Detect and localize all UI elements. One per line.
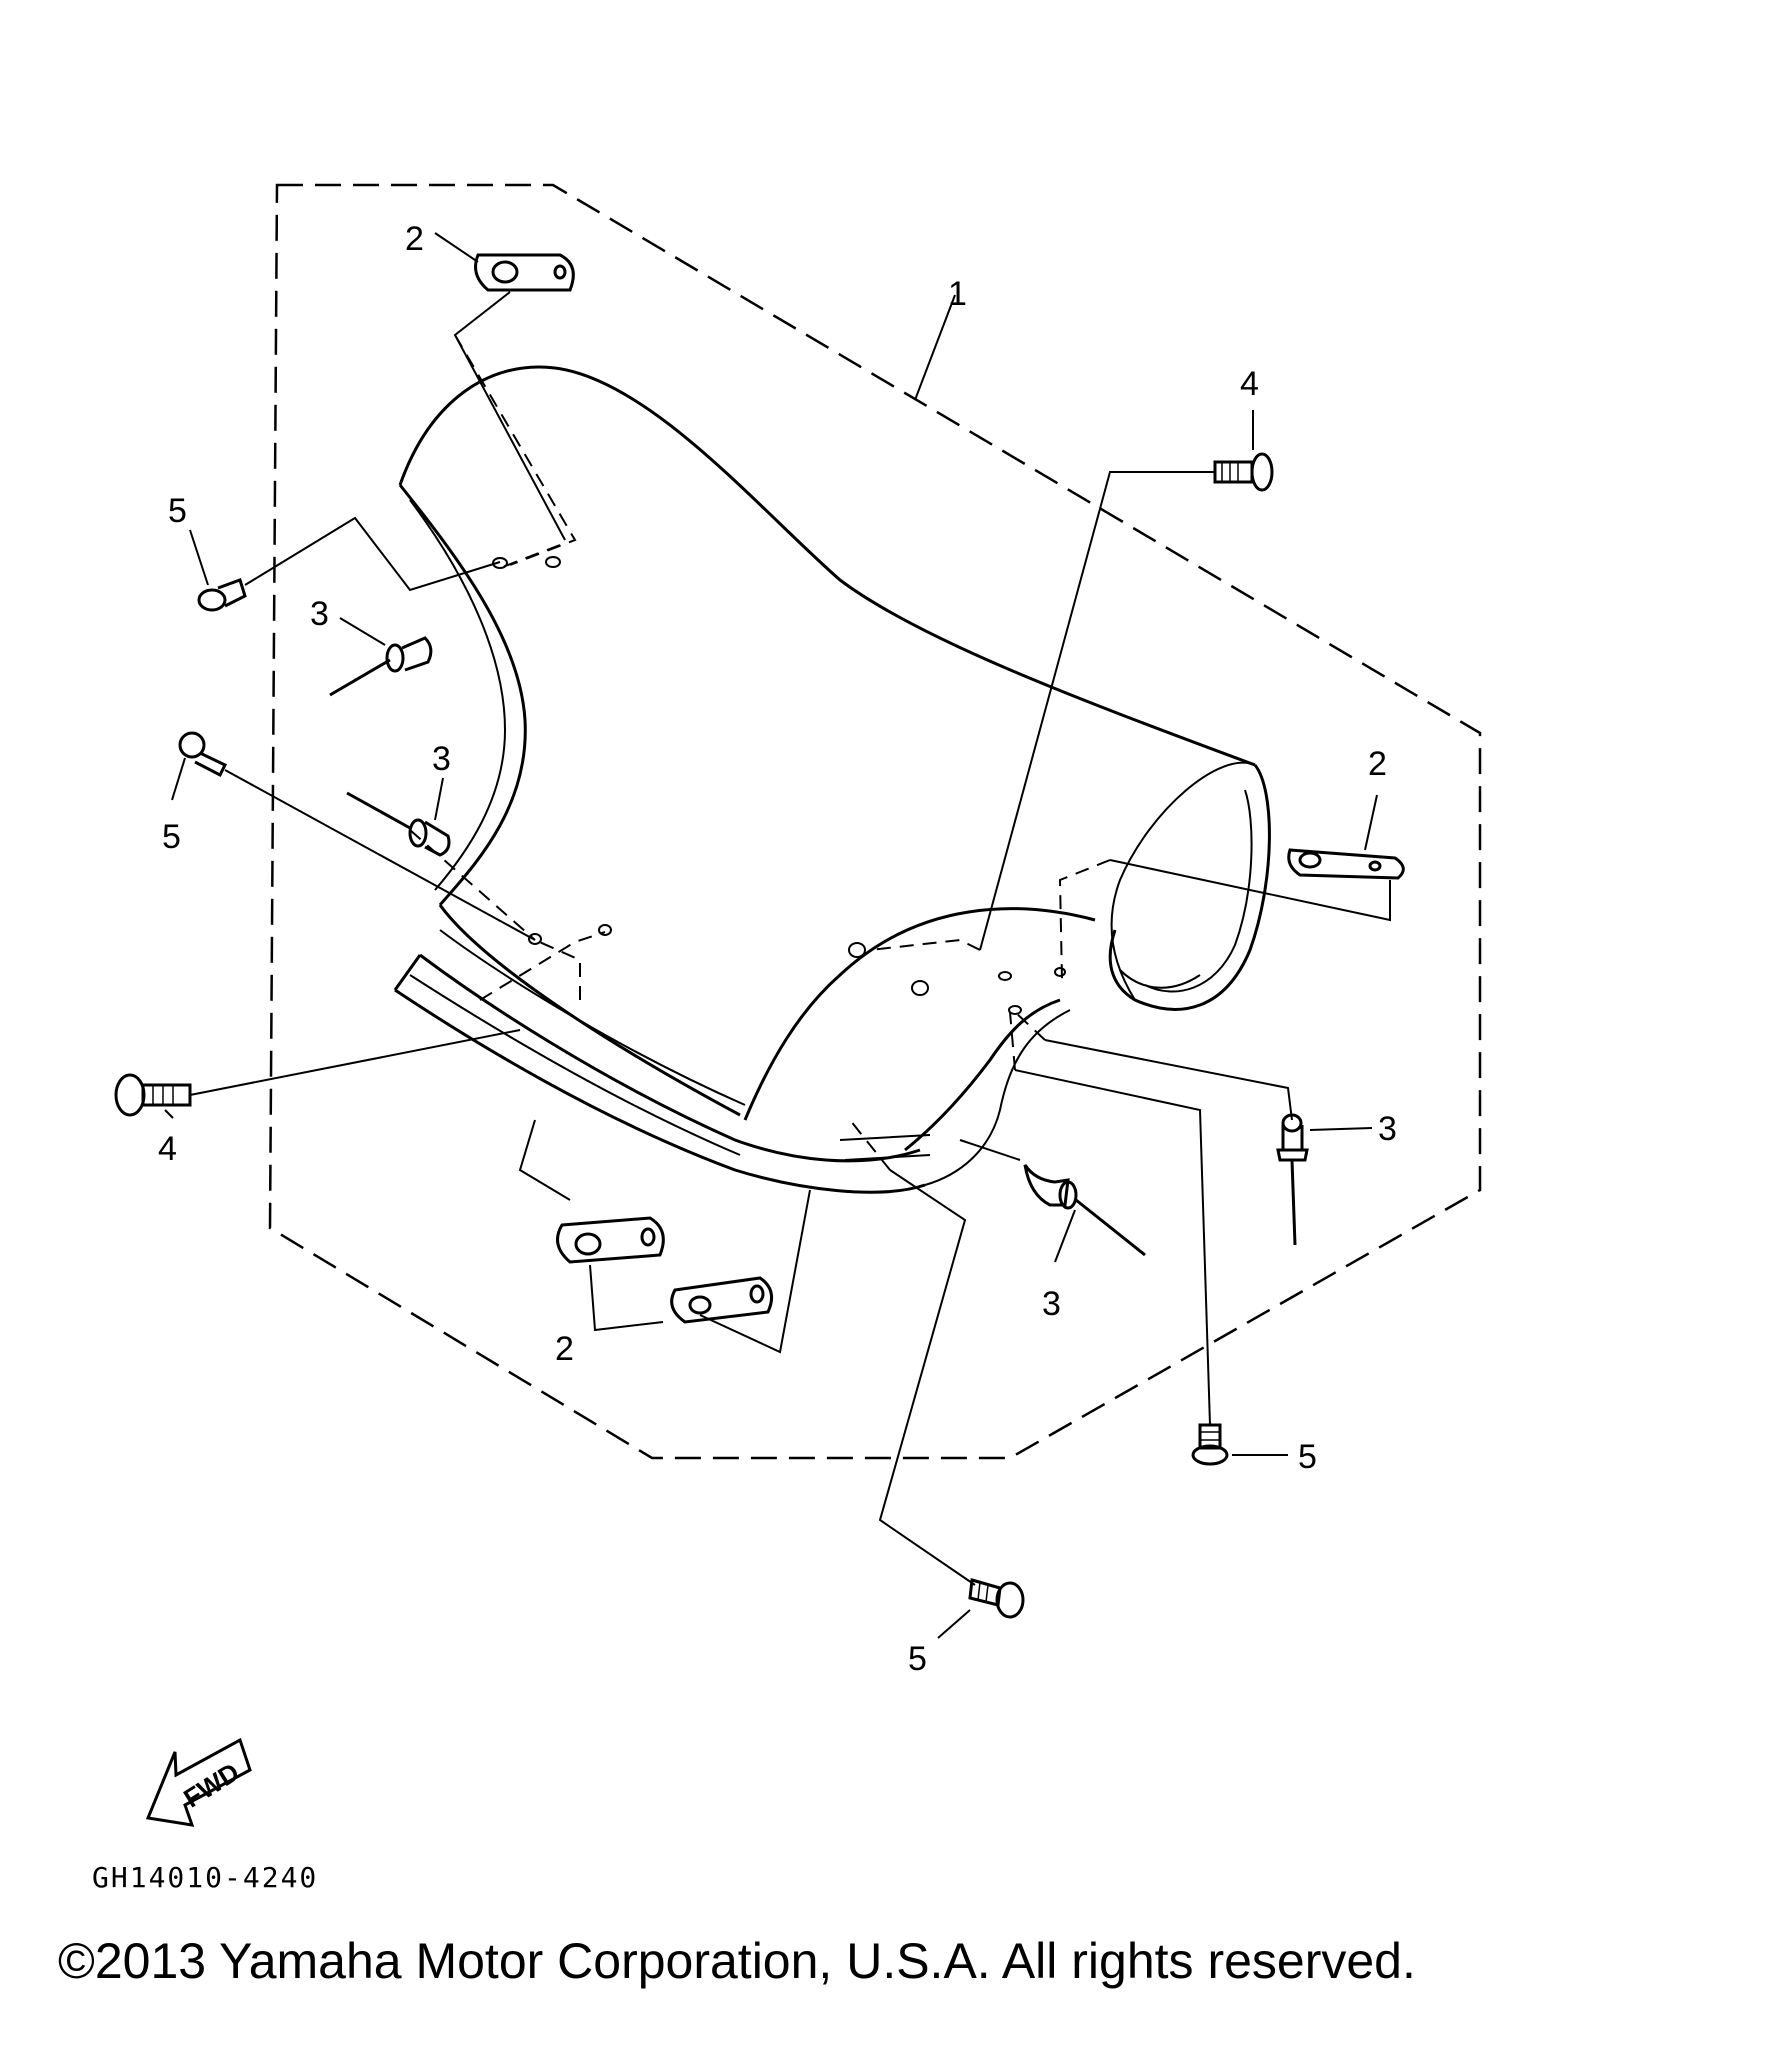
fwd-arrow-icon: FWD — [145, 1737, 252, 1827]
callout-part-3-lower-right: 3 — [1042, 1285, 1061, 1323]
rivet-part-3-middle-left — [346, 791, 451, 857]
plate-part-2-bottom-right — [670, 1276, 774, 1324]
callout-part-3-right: 3 — [1378, 1110, 1397, 1148]
svg-text:FWD: FWD — [178, 1757, 244, 1814]
assembly-boundary-dashed — [268, 183, 1482, 1460]
callout-part-1: 1 — [948, 275, 967, 313]
screw-part-5-middle-left — [178, 731, 228, 778]
callout-part-5-middle-left: 5 — [162, 818, 181, 856]
callout-part-3-middle-left: 3 — [432, 740, 451, 778]
callout-part-5-bottom: 5 — [908, 1640, 927, 1678]
callout-part-4-top: 4 — [1240, 365, 1259, 403]
drawing-code: GH14010-4240 — [92, 1861, 318, 1894]
hidden-lines-dashed — [409, 334, 1111, 1171]
plate-part-2-bottom-left — [556, 1216, 665, 1264]
callout-part-3-upper-left: 3 — [310, 595, 329, 633]
leader-lines — [164, 232, 1391, 1639]
bolt-part-4-top — [1213, 452, 1274, 492]
cover-body — [393, 365, 1271, 1194]
screw-part-5-upper-left — [197, 578, 247, 612]
copyright-notice: ©2013 Yamaha Motor Corporation, U.S.A. A… — [58, 1933, 1416, 1989]
plate-part-2-right — [1287, 848, 1405, 880]
bolt-part-4-left — [114, 1073, 192, 1117]
callout-part-4-left: 4 — [158, 1130, 177, 1168]
rivet-part-3-right — [1276, 1113, 1309, 1246]
rivet-part-3-upper-left — [329, 636, 433, 697]
callout-part-2-right: 2 — [1368, 745, 1387, 783]
callout-part-5-bottom-right: 5 — [1298, 1438, 1317, 1476]
callout-part-5-upper-left: 5 — [168, 492, 187, 530]
rivet-part-3-lower-right — [1023, 1164, 1146, 1257]
screw-part-5-bottom-right — [1191, 1423, 1229, 1466]
callout-part-2-bottom: 2 — [555, 1330, 574, 1368]
screw-part-5-bottom — [968, 1578, 1025, 1619]
plate-part-2-top — [474, 253, 575, 292]
mounting-holes — [492, 556, 1066, 1015]
callout-part-2-top: 2 — [405, 220, 424, 258]
